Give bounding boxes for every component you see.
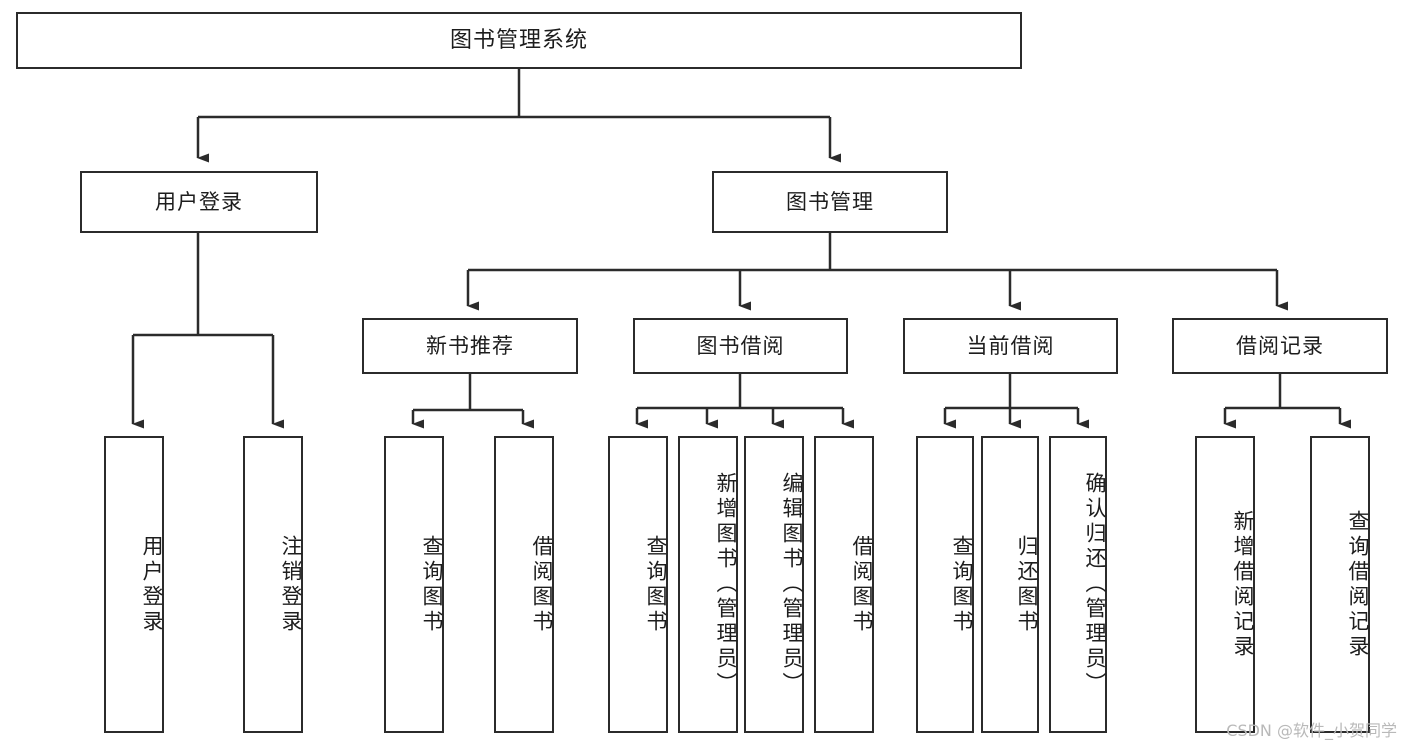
node-label: 查询图书 (420, 534, 444, 635)
node-leaf-add-book-admin[interactable]: 新增图书（管理员） (678, 436, 738, 733)
node-label: 注销登录 (279, 534, 303, 635)
node-leaf-return-book[interactable]: 归还图书 (981, 436, 1039, 733)
node-leaf-borrow-book-recommend[interactable]: 借阅图书 (494, 436, 554, 733)
node-book-borrow[interactable]: 图书借阅 (633, 318, 848, 374)
node-label: 新书推荐 (426, 333, 514, 358)
node-label: 图书管理系统 (449, 27, 588, 53)
node-label: 用户登录 (140, 534, 164, 635)
node-leaf-user-logout[interactable]: 注销登录 (243, 436, 303, 733)
node-leaf-confirm-return-admin[interactable]: 确认归还（管理员） (1049, 436, 1107, 733)
node-leaf-query-book-current[interactable]: 查询图书 (916, 436, 974, 733)
csdn-watermark: CSDN @软件_小贺同学 (1226, 721, 1397, 740)
node-label: 图书管理 (786, 189, 874, 214)
node-leaf-edit-book-admin[interactable]: 编辑图书（管理员） (744, 436, 804, 733)
node-label: 借阅图书 (530, 534, 554, 635)
node-user-login[interactable]: 用户登录 (80, 171, 318, 233)
node-leaf-add-borrow-record[interactable]: 新增借阅记录 (1195, 436, 1255, 733)
node-root-system[interactable]: 图书管理系统 (16, 12, 1022, 69)
node-label: 新增借阅记录 (1231, 509, 1255, 660)
node-current-borrow[interactable]: 当前借阅 (903, 318, 1118, 374)
node-label: 确认归还（管理员） (1083, 472, 1107, 697)
node-borrow-record[interactable]: 借阅记录 (1172, 318, 1388, 374)
node-label: 查询图书 (644, 534, 668, 635)
node-leaf-query-book-borrow[interactable]: 查询图书 (608, 436, 668, 733)
node-leaf-query-borrow-record[interactable]: 查询借阅记录 (1310, 436, 1370, 733)
node-new-book-recommend[interactable]: 新书推荐 (362, 318, 578, 374)
node-label: 归还图书 (1015, 534, 1039, 635)
node-label: 查询借阅记录 (1346, 509, 1370, 660)
node-label: 新增图书（管理员） (714, 472, 738, 697)
node-label: 用户登录 (155, 189, 243, 214)
node-leaf-borrow-book[interactable]: 借阅图书 (814, 436, 874, 733)
node-leaf-query-book-recommend[interactable]: 查询图书 (384, 436, 444, 733)
node-label: 图书借阅 (696, 333, 785, 358)
node-label: 当前借阅 (966, 333, 1055, 358)
node-label: 借阅图书 (850, 534, 874, 635)
node-leaf-user-login[interactable]: 用户登录 (104, 436, 164, 733)
node-label: 编辑图书（管理员） (780, 472, 804, 697)
node-label: 借阅记录 (1236, 333, 1324, 358)
node-book-management[interactable]: 图书管理 (712, 171, 948, 233)
node-label: 查询图书 (950, 534, 974, 635)
